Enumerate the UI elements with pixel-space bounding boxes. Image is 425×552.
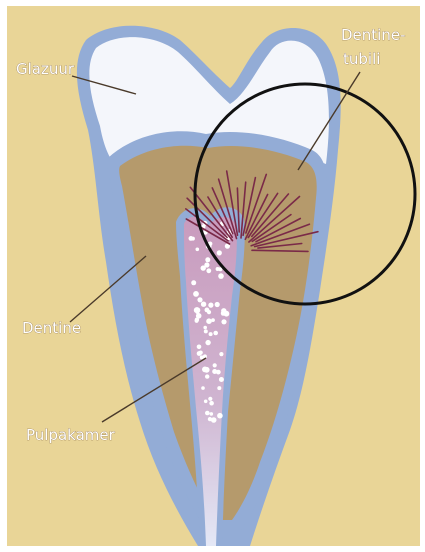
pulp-cell-dot (209, 401, 214, 406)
pulp-cell-dot (191, 237, 195, 241)
pulp-cell-dot (205, 308, 210, 313)
pulp-cell-dot (208, 397, 212, 401)
label-pulp: Pulpakamer (26, 426, 116, 444)
pulp-cell-dot (212, 418, 216, 422)
pulp-cell-dot (204, 329, 208, 333)
label-tubules-line1: Dentine- (341, 26, 405, 44)
pulp-cell-dot (204, 367, 210, 373)
pulp-cell-dot (221, 308, 226, 313)
pulp-cell-dot (206, 318, 212, 324)
pulp-cell-dot (194, 307, 200, 313)
pulp-cell-dot (200, 355, 204, 359)
pulp-cell-dot (217, 250, 222, 255)
pulp-cell-dot (195, 318, 199, 322)
pulp-cell-dot (197, 297, 202, 302)
pulp-cell-dot (210, 412, 214, 416)
pulp-cell-dot (197, 345, 202, 350)
pulp-cell-dot (219, 352, 223, 356)
pulp-cell-dot (217, 386, 221, 390)
pulp-cell-dot (201, 302, 206, 307)
pulp-cell-dot (191, 280, 196, 285)
pulp-cell-dot (201, 386, 205, 390)
pulp-cell-dot (201, 265, 206, 270)
pulp-cell-dot (219, 377, 224, 382)
pulp-cell-dot (205, 411, 210, 416)
label-tubules-line2: tubili (343, 50, 380, 68)
pulp-cell-dot (221, 319, 226, 324)
label-dentine: Dentine (22, 319, 81, 337)
pulp-cell-dot (203, 326, 207, 330)
pulp-cell-dot (209, 332, 213, 336)
tubule-line (252, 250, 308, 251)
pulp-cell-dot (206, 268, 211, 273)
pulp-cell-dot (215, 302, 220, 307)
pulp-cell-dot (193, 291, 199, 297)
label-enamel: Glazuur (16, 60, 75, 78)
pulp-cell-dot (205, 340, 210, 345)
pulp-cell-dot (205, 257, 210, 262)
pulp-cell-dot (213, 331, 218, 336)
pulp-cell-dot (217, 413, 223, 419)
pulp-cell-dot (196, 248, 200, 252)
pulp-cell-dot (204, 400, 208, 404)
pulp-cell-dot (199, 351, 203, 355)
pulp-cell-dot (208, 303, 213, 308)
pulp-cell-dot (216, 370, 221, 375)
pulp-cell-dot (205, 374, 209, 378)
pulp-cell-dot (213, 363, 217, 367)
pulp-cell-dot (218, 273, 224, 279)
